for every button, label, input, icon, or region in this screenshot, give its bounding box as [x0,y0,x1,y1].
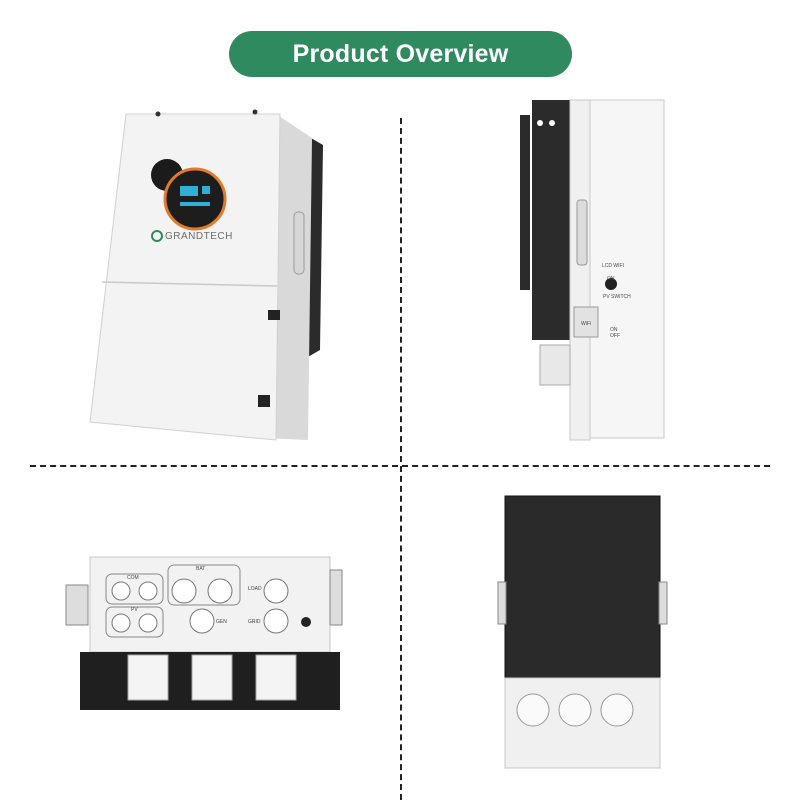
horizontal-divider [30,465,770,467]
side-label-wifi: WiFi [581,321,591,327]
port-label-pv: PV [131,607,138,613]
side-label-lcd-wifi: LCD WIFI [602,263,624,269]
port-label-gen: GEN [216,619,227,625]
brand-logo-text: GRANDTECH [165,231,233,242]
side-view-image [520,99,665,441]
side-label-pv-switch: PV SWITCH [603,294,631,300]
side-label-on-2: ON [610,327,618,333]
port-label-grid: GRID [248,619,261,625]
port-label-bat: BAT [196,566,206,572]
vertical-divider [400,118,402,800]
brand-logo-icon [151,230,163,242]
side-label-on: ON [607,276,615,282]
front-view-image [89,109,323,441]
port-label-com: COM [127,575,139,581]
port-label-load: LOAD [248,586,262,592]
side-label-off: OFF [610,333,620,339]
back-view-image [497,495,668,769]
page-title: Product Overview [229,31,572,77]
bottom-view-image [65,556,343,710]
